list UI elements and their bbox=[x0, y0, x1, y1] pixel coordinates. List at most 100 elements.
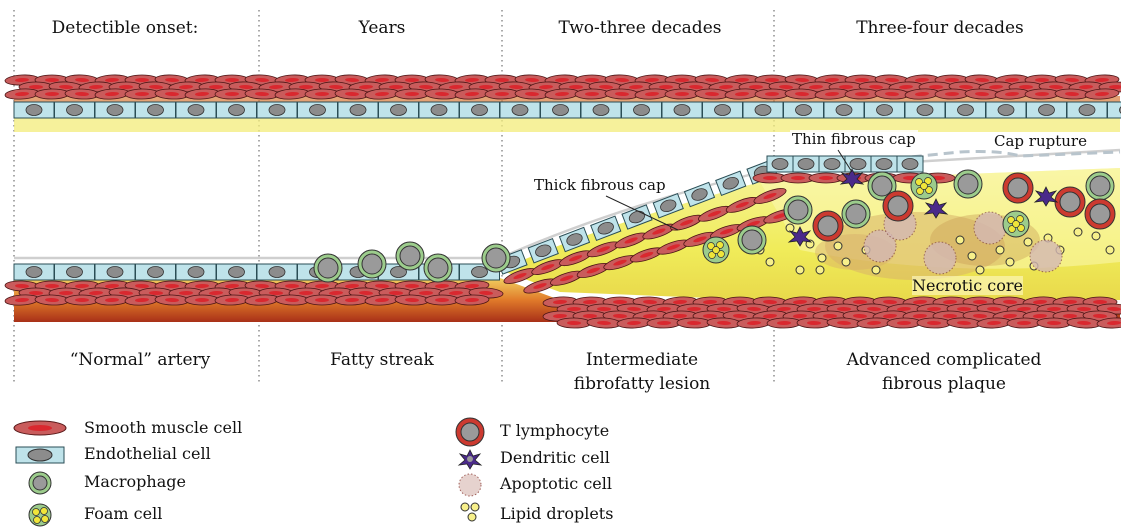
legend-macrophage-label: Macrophage bbox=[84, 472, 186, 491]
t-lymphocyte bbox=[1003, 173, 1033, 203]
endothelial-cell bbox=[55, 102, 95, 118]
stage-3-name: Intermediate fibrofatty lesion bbox=[522, 348, 762, 396]
macrophage-icon bbox=[29, 472, 51, 494]
lipid-droplet bbox=[1106, 246, 1114, 254]
endothelial-cell bbox=[662, 102, 702, 118]
macrophage bbox=[482, 244, 510, 272]
endothelial-cell bbox=[136, 102, 176, 118]
endothelial-cell bbox=[865, 102, 905, 118]
lipid-droplet bbox=[956, 236, 964, 244]
smooth-muscle-cell bbox=[395, 89, 429, 100]
lipid-droplet bbox=[1092, 232, 1100, 240]
lipid-droplet bbox=[796, 266, 804, 274]
macrophage bbox=[1086, 172, 1114, 200]
lipid-droplet bbox=[766, 258, 774, 266]
smooth-muscle-cell bbox=[677, 318, 711, 329]
endothelial-cell bbox=[845, 156, 871, 172]
legend-foam-cell-label: Foam cell bbox=[84, 504, 162, 523]
necrotic-core-label: Necrotic core bbox=[912, 276, 1023, 295]
endothelial-cell bbox=[1067, 102, 1107, 118]
endothelial-cell bbox=[767, 156, 793, 172]
legend-dendritic-label: Dendritic cell bbox=[500, 448, 610, 467]
smooth-muscle-cell bbox=[797, 318, 831, 329]
legend-apoptotic-label: Apoptotic cell bbox=[500, 474, 612, 493]
endothelial-cell bbox=[824, 102, 864, 118]
lipid-droplet bbox=[834, 242, 842, 250]
smooth-muscle-cell bbox=[767, 318, 801, 329]
lipid-droplet bbox=[1074, 228, 1082, 236]
endothelial-cell bbox=[176, 102, 216, 118]
endothelial-cell bbox=[819, 156, 845, 172]
lipid-droplet bbox=[818, 254, 826, 262]
dendritic-cell-icon bbox=[459, 450, 481, 469]
top-vessel-wall bbox=[5, 74, 1121, 132]
endothelial-cell bbox=[379, 102, 419, 118]
smooth-muscle-cell bbox=[1037, 318, 1071, 329]
smooth-muscle-cell bbox=[35, 89, 69, 100]
lipid-droplet bbox=[816, 266, 824, 274]
endothelial-cell bbox=[298, 102, 338, 118]
endothelial-cell bbox=[500, 102, 540, 118]
thin-fibrous-cap-label: Thin fibrous cap bbox=[790, 130, 918, 148]
endothelial-cell bbox=[14, 264, 54, 280]
endothelial-cell bbox=[793, 156, 819, 172]
stage-4-name-line2: fibrous plaque bbox=[824, 372, 1064, 396]
lipid-droplet bbox=[1006, 258, 1014, 266]
endothelial-cell bbox=[986, 102, 1026, 118]
smooth-muscle-cell bbox=[485, 89, 519, 100]
smooth-muscle-cell-icon bbox=[14, 421, 66, 435]
smooth-muscle-cell bbox=[215, 89, 249, 100]
endothelial-cell bbox=[703, 102, 743, 118]
endothelial-cell bbox=[905, 102, 945, 118]
top-smooth-muscle-layer bbox=[5, 74, 1121, 100]
stage-4-name-line1: Advanced complicated bbox=[824, 348, 1064, 372]
stage-3-name-line2: fibrofatty lesion bbox=[522, 372, 762, 396]
lipid-droplet bbox=[996, 246, 1004, 254]
legend-endothelial-label: Endothelial cell bbox=[84, 444, 211, 463]
lipid-droplet bbox=[976, 266, 984, 274]
t-lymphocyte bbox=[1055, 187, 1085, 217]
macrophage bbox=[842, 200, 870, 228]
endothelial-cell bbox=[95, 264, 135, 280]
endothelial-cell bbox=[871, 156, 897, 172]
stage-4-time: Three-four decades bbox=[820, 18, 1060, 38]
macrophage bbox=[784, 196, 812, 224]
smooth-muscle-cell bbox=[305, 295, 339, 305]
top-endothelium bbox=[14, 102, 1121, 118]
t-lymphocyte bbox=[1085, 199, 1115, 229]
smooth-muscle-cell bbox=[1025, 89, 1059, 100]
smooth-muscle-cell bbox=[665, 89, 699, 100]
endothelial-cell bbox=[1108, 102, 1121, 118]
lipid-droplet bbox=[968, 252, 976, 260]
stage-3-time: Two-three decades bbox=[520, 18, 760, 38]
stage-3-name-line1: Intermediate bbox=[522, 348, 762, 372]
smooth-muscle-cell bbox=[185, 295, 219, 305]
endothelial-cell bbox=[257, 102, 297, 118]
foam-cell bbox=[1003, 211, 1029, 237]
apoptotic-cell bbox=[924, 242, 956, 274]
macrophage bbox=[738, 226, 766, 254]
cap-rupture-label: Cap rupture bbox=[992, 132, 1089, 150]
endothelial-cell bbox=[136, 264, 176, 280]
foam-cell bbox=[911, 173, 937, 199]
smooth-muscle-cell bbox=[65, 295, 99, 305]
smooth-muscle-cell bbox=[425, 295, 459, 305]
smooth-muscle-cell bbox=[575, 89, 609, 100]
endothelial-cell bbox=[338, 102, 378, 118]
macrophage bbox=[396, 242, 424, 270]
stage-1-name: “Normal” artery bbox=[20, 348, 260, 372]
t-lymphocyte-icon bbox=[456, 418, 484, 446]
thick-fibrous-cap-label: Thick fibrous cap bbox=[532, 176, 668, 194]
apoptotic-cell bbox=[974, 212, 1006, 244]
endothelial-cell bbox=[95, 102, 135, 118]
smooth-muscle-cell bbox=[887, 318, 921, 329]
stage-4-name: Advanced complicated fibrous plaque bbox=[824, 348, 1064, 396]
endothelial-cell bbox=[622, 102, 662, 118]
stage-2-time: Years bbox=[262, 18, 502, 38]
t-lymphocyte bbox=[883, 191, 913, 221]
endothelial-cell bbox=[55, 264, 95, 280]
macrophage bbox=[424, 254, 452, 282]
apoptotic-cell bbox=[1030, 240, 1062, 272]
lipid-droplet bbox=[1024, 238, 1032, 246]
